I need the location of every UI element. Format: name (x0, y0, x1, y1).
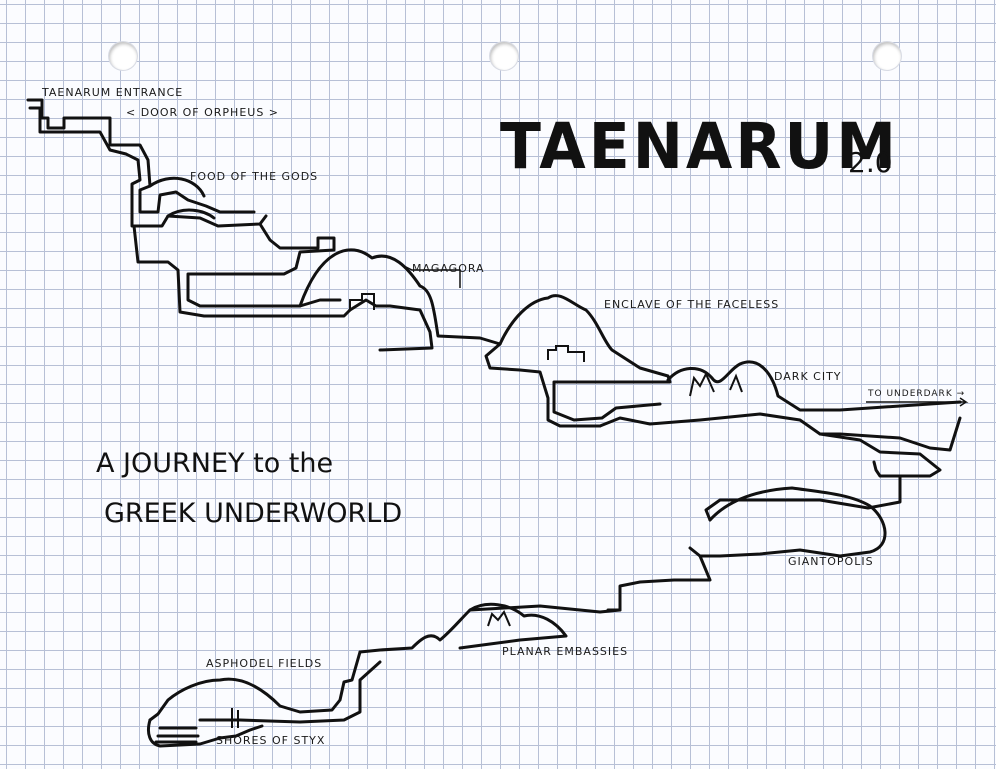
underdark-arrow (866, 397, 969, 407)
label-giantopolis: Giantopolis (788, 555, 874, 568)
label-door-of-orpheus: < Door of Orpheus > (126, 106, 280, 119)
giantopolis-lower (606, 554, 712, 612)
magagora-approach (186, 222, 342, 308)
label-dark-city: Dark City (774, 370, 842, 383)
asphodel-fields-lower (198, 660, 382, 724)
magagora-buildings (349, 293, 375, 310)
magagora-city (298, 248, 502, 346)
label-magagora: Magagora (412, 262, 485, 275)
binder-hole-right (873, 42, 901, 70)
underdark-descent (818, 432, 942, 478)
label-enclave-of-the-faceless: Enclave of the Faceless (604, 298, 780, 311)
magagora-leader (403, 265, 461, 288)
planar-towers (487, 610, 511, 627)
label-taenarum-entrance: Taenarum Entrance (42, 86, 184, 99)
shores-of-styx (146, 718, 264, 748)
dark-city-towers (689, 371, 743, 397)
label-to-underdark: To Underdark → (868, 389, 966, 399)
magagora-approach-lower (132, 224, 352, 318)
enclave-buildings (547, 345, 585, 362)
label-food-of-the-gods: Food of the Gods (190, 170, 319, 183)
giantopolis-descent (704, 474, 902, 522)
styx-water (154, 726, 200, 744)
entrance-tunnel-lower (28, 106, 268, 228)
label-asphodel-fields: Asphodel Fields (206, 657, 323, 670)
label-planar-embassies: Planar Embassies (502, 645, 629, 658)
giantopolis-chamber (688, 486, 887, 558)
binder-hole-center (490, 42, 518, 70)
planar-embassies-upper (458, 602, 568, 650)
label-shores-of-styx: Shores of Styx (216, 734, 326, 747)
magagora-city-lower (348, 298, 434, 352)
binder-hole-left (109, 42, 137, 70)
styx-pillars (231, 708, 239, 728)
subtitle-line-1: A JOURNEY to the (96, 448, 334, 479)
food-of-the-gods-chamber (148, 176, 216, 220)
enclave-chamber-lower (484, 342, 602, 428)
map-title: TAENARUM (500, 110, 899, 184)
map-version: 2.0 (848, 146, 893, 179)
entrance-tunnel (26, 98, 256, 214)
dark-city (666, 360, 962, 412)
subtitle-line-2: GREEK UNDERWORLD (104, 498, 403, 529)
dark-city-lower (598, 412, 962, 452)
asphodel-fields (148, 650, 362, 722)
